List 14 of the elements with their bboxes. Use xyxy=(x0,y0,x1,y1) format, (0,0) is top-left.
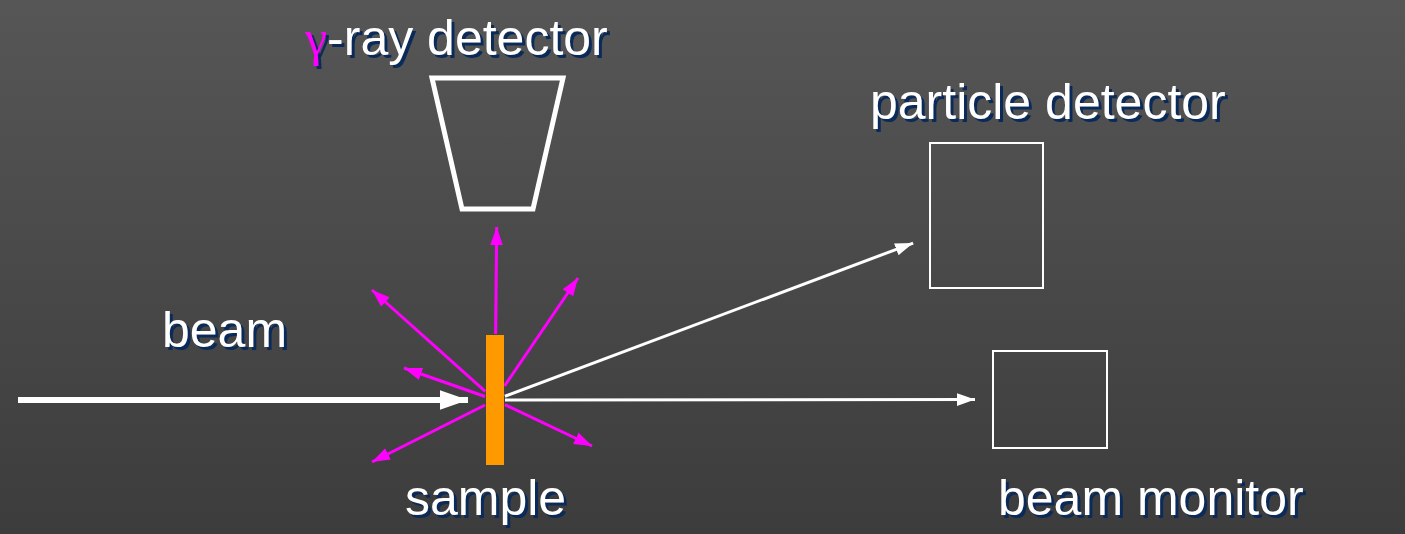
detector-label: particle detector xyxy=(870,74,1226,130)
arrow xyxy=(490,227,503,334)
arrow xyxy=(504,241,914,398)
arrow xyxy=(504,403,593,448)
arrow xyxy=(371,403,486,464)
arrow xyxy=(403,366,486,398)
arrow xyxy=(503,277,580,387)
sample-label: sample xyxy=(405,470,567,526)
beam-label: beam xyxy=(162,302,288,358)
detector-label: γ-ray detector xyxy=(305,10,608,66)
arrow xyxy=(505,393,975,406)
arrow xyxy=(18,390,468,410)
monitor-label: beam monitor xyxy=(998,470,1304,526)
arrow xyxy=(371,288,487,393)
